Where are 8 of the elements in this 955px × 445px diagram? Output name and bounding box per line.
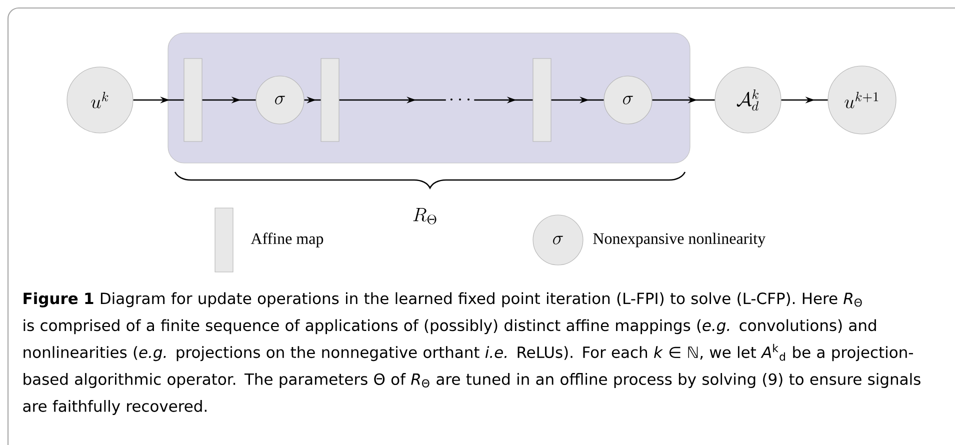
affine-bar [320, 58, 340, 142]
legend-text: Affine map [250, 232, 324, 248]
caption: Figure 1 Diagram for update operations in the learned fixed point iteration (L-FPI) to solve (L-CFP). Here R$_{Θ}$ is comprised of a finite sequence of applications of (possibly) distinct affine mappings (e.g. convolutions) and nonlinearities (e.g. projections on the nonnegative orthant i.e. ReLUs). For each k ∈ ℕ, we let A$^{k}$$_{d}$ be a projection-based algorithmic operator. The parameters Θ of R$_{Θ}$ are tuned in an offline process by solving (9) to ensure signals are faithfully recovered. [23, 292, 920, 415]
affine-bar [184, 58, 202, 142]
brace-label: $R_\Theta$ [413, 208, 436, 224]
affine-bar [532, 58, 552, 142]
legend-text: Nonexpansive nonlinearity [593, 232, 766, 248]
ellipsis: $\cdots$ [450, 98, 470, 100]
